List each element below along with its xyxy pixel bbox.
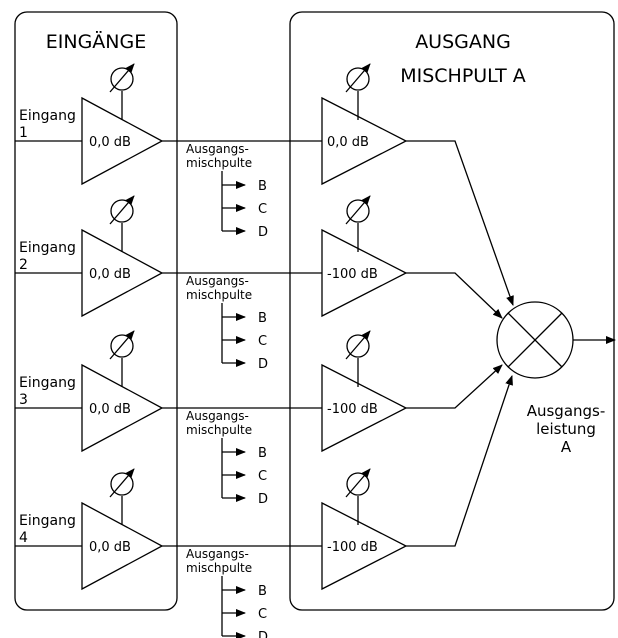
- output-gain-label: -100 dB: [327, 267, 378, 282]
- send-target-label: D: [258, 630, 268, 638]
- send-target-label: C: [258, 607, 267, 622]
- output-amplifier: [321, 228, 408, 318]
- input-number: 4: [19, 530, 28, 546]
- input-knob-arrow-icon: [109, 195, 135, 225]
- send-target-label: B: [258, 446, 267, 461]
- sends-label-line2: mischpulte: [186, 288, 252, 302]
- sends-label-line1: Ausgangs-: [186, 409, 249, 423]
- output-level-line1: Ausgangs-: [527, 402, 606, 420]
- send-target-label: D: [258, 492, 268, 507]
- output-gain-knob-icon[interactable]: [346, 199, 370, 223]
- inputs-panel: [14, 11, 178, 611]
- input-gain-label: 0,0 dB: [89, 135, 131, 150]
- sends-label-line2: mischpulte: [186, 423, 252, 437]
- send-target-label: C: [258, 334, 267, 349]
- send-target-label: B: [258, 179, 267, 194]
- output-gain-knob-icon[interactable]: [346, 472, 370, 496]
- output-amplifier: [321, 501, 408, 591]
- route-to-junction: [406, 272, 503, 319]
- inputs-panel-title: EINGÄNGE: [46, 30, 146, 53]
- sends-label-line1: Ausgangs-: [186, 274, 249, 288]
- summing-junction-cross-b: [507, 312, 563, 368]
- output-knob-arrow-icon: [345, 330, 371, 360]
- input-number: 3: [19, 392, 28, 408]
- route-to-junction: [406, 364, 503, 409]
- sends-label-line2: mischpulte: [186, 561, 252, 575]
- input-gain-label: 0,0 dB: [89, 402, 131, 417]
- input-label: Eingang: [19, 108, 76, 124]
- send-target-label: D: [258, 357, 268, 372]
- send-target-label: B: [258, 584, 267, 599]
- input-gain-knob-icon[interactable]: [110, 334, 134, 358]
- send-target-label: D: [258, 225, 268, 240]
- input-gain-knob-icon[interactable]: [110, 199, 134, 223]
- input-number: 2: [19, 257, 28, 273]
- input-gain-knob-icon[interactable]: [110, 472, 134, 496]
- output-amplifier: [321, 363, 408, 453]
- output-knob-arrow-icon: [345, 63, 371, 93]
- input-gain-knob-icon[interactable]: [110, 67, 134, 91]
- send-target-label: B: [258, 311, 267, 326]
- output-level-line2: leistung: [536, 420, 596, 438]
- input-gain-label: 0,0 dB: [89, 540, 131, 555]
- sends-label-line1: Ausgangs-: [186, 547, 249, 561]
- route-to-junction: [406, 375, 513, 547]
- output-amplifier: [321, 96, 408, 186]
- summing-junction: [496, 301, 574, 379]
- output-gain-label: 0,0 dB: [327, 135, 369, 150]
- output-gain-label: -100 dB: [327, 540, 378, 555]
- output-level-line3: A: [561, 438, 572, 456]
- output-panel-title-line2: MISCHPULT A: [400, 65, 526, 87]
- input-knob-arrow-icon: [109, 330, 135, 360]
- route-to-junction: [406, 140, 514, 306]
- input-label: Eingang: [19, 375, 76, 391]
- output-panel: [289, 11, 615, 611]
- input-number: 1: [19, 125, 28, 141]
- input-label: Eingang: [19, 240, 76, 256]
- sends-label-line2: mischpulte: [186, 156, 252, 170]
- input-gain-label: 0,0 dB: [89, 267, 131, 282]
- output-knob-arrow-icon: [345, 195, 371, 225]
- input-label: Eingang: [19, 513, 76, 529]
- output-panel-title-line1: AUSGANG: [415, 31, 511, 53]
- output-gain-knob-icon[interactable]: [346, 334, 370, 358]
- output-gain-label: -100 dB: [327, 402, 378, 417]
- send-target-label: C: [258, 469, 267, 484]
- send-target-label: C: [258, 202, 267, 217]
- input-knob-arrow-icon: [109, 63, 135, 93]
- input-knob-arrow-icon: [109, 468, 135, 498]
- sends-label-line1: Ausgangs-: [186, 142, 249, 156]
- output-knob-arrow-icon: [345, 468, 371, 498]
- output-gain-knob-icon[interactable]: [346, 67, 370, 91]
